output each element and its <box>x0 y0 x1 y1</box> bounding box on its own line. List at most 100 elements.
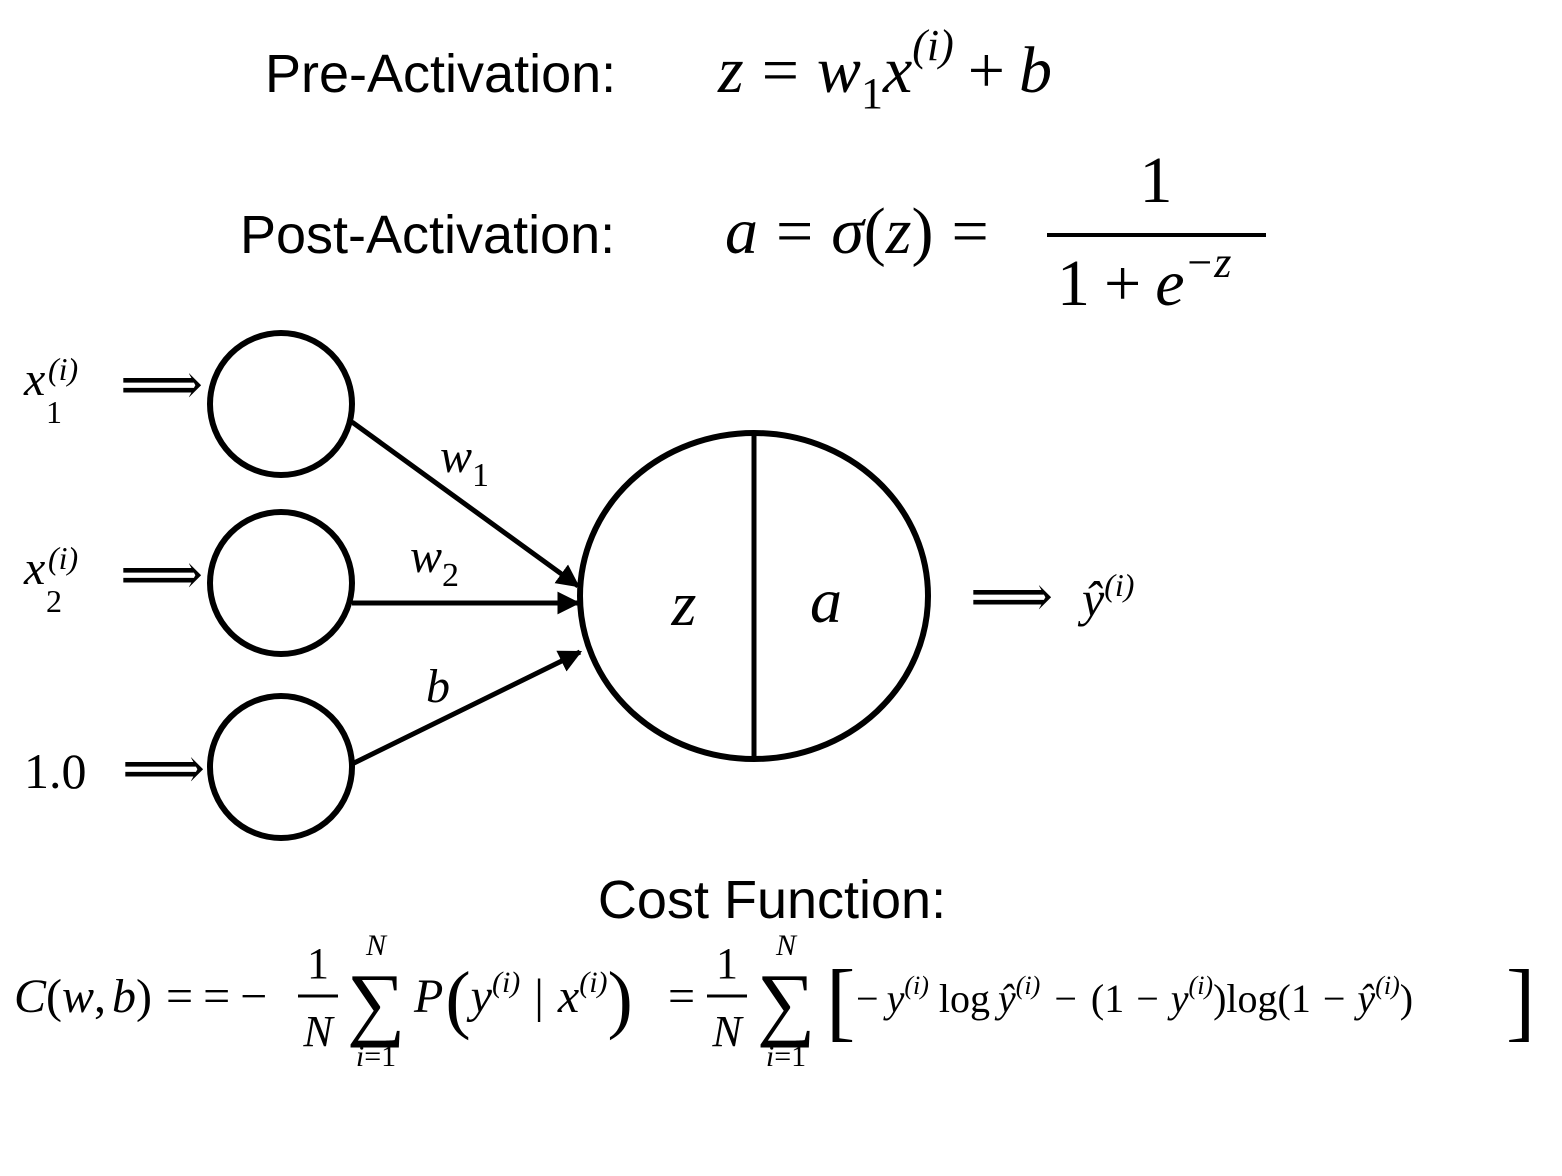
x1-base: x <box>23 353 45 406</box>
sum1-eq: = <box>364 1040 381 1073</box>
sum1-upper-limit: N <box>365 929 388 962</box>
weight-subscript: 1 <box>861 69 883 118</box>
ll-yhat2-superscript: (i) <box>1375 971 1400 1000</box>
ll-yhat-superscript: (i) <box>1016 971 1041 1000</box>
denominator-plus: + <box>1104 247 1141 320</box>
input-node-x1 <box>207 330 355 478</box>
x1-subscript: 1 <box>46 394 62 430</box>
equals-sign-1: = <box>776 195 813 268</box>
post-activation-label: Post-Activation: <box>240 205 615 265</box>
ll-log-2: log <box>1226 976 1277 1021</box>
prob-close-paren: ) <box>608 957 633 1041</box>
input-x1-label: x(i) 1 <box>23 351 78 430</box>
cost-left-bracket: [ <box>826 953 855 1050</box>
sum1-lower-limit: i=1 <box>356 1040 396 1073</box>
ll-y-2: y <box>1167 976 1189 1021</box>
pre-activation-formula: z=w1x(i)+b <box>717 21 1052 118</box>
post-activation-formula: a=σ(z)= <box>725 195 989 268</box>
sum2-eq: = <box>774 1040 791 1073</box>
cost-C: C <box>14 970 47 1023</box>
equals-sign-2: = <box>951 195 988 268</box>
output-yhat-label: ŷ(i) <box>1077 567 1134 627</box>
equals-sign: = <box>762 34 799 107</box>
frac2-denominator: N <box>711 1007 744 1056</box>
weight-w1-label: w1 <box>440 430 489 494</box>
weight-w2-label: w2 <box>410 530 459 594</box>
neuron-a-label: a <box>810 565 842 636</box>
z-symbol: z <box>717 34 744 107</box>
exponent-neg-z: −z <box>1185 238 1232 287</box>
yhat-superscript: (i) <box>1104 567 1134 603</box>
sum2-lower-limit: i=1 <box>766 1040 806 1073</box>
network-diagram: x(i)1 x(i)2 1.0 ⟹ ⟹ ⟹ w1 w2 b z a ⟹ ŷ(i) <box>23 330 1134 841</box>
sum2-upper-limit: N <box>775 929 798 962</box>
x2-superscript: (i) <box>48 540 78 576</box>
cost-close-paren: ) <box>136 970 152 1023</box>
ll-open-one-2: (1 <box>1278 976 1311 1021</box>
w1-subscript: 1 <box>472 457 489 494</box>
sum1-start: 1 <box>381 1040 396 1073</box>
sum1-sigma: ∑ <box>347 957 405 1048</box>
x2-base: x <box>23 542 45 595</box>
input-x2-label: x(i) 2 <box>23 540 78 619</box>
w2-subscript: 2 <box>442 557 459 594</box>
x2-subscript: 2 <box>46 583 62 619</box>
ll-y2-superscript: (i) <box>1189 971 1214 1000</box>
input-node-x2 <box>207 509 355 657</box>
prob-P: P <box>413 970 443 1023</box>
pre-activation-label: Pre-Activation: <box>265 44 616 104</box>
ll-log-1: log <box>939 976 990 1021</box>
fraction-denominator: 1+e−z <box>1057 238 1231 320</box>
sigma-symbol: σ <box>831 195 866 268</box>
w1-base: w <box>440 430 472 483</box>
frac1-numerator: 1 <box>307 939 329 988</box>
w2-base: w <box>410 530 442 583</box>
open-paren: ( <box>864 195 886 268</box>
ll-yhat: ŷ <box>994 976 1016 1021</box>
cost-equals-duplicate: = <box>203 970 230 1023</box>
input-node-bias <box>207 693 355 841</box>
ll-open-one: (1 <box>1091 976 1124 1021</box>
bias-b: b <box>1019 34 1052 107</box>
edge-w1 <box>350 419 580 589</box>
cost-equals: = <box>166 970 193 1023</box>
prob-open-paren: ( <box>445 957 470 1041</box>
input-arrow-2: ⟹ <box>120 542 203 607</box>
denominator-one: 1 <box>1057 247 1090 320</box>
neuron-z-label: z <box>671 568 697 639</box>
prob-x-superscript: (i) <box>579 966 607 999</box>
ll-minus-2: − <box>1136 976 1159 1021</box>
input-arrow-1: ⟹ <box>120 352 203 417</box>
sum2-start: 1 <box>791 1040 806 1073</box>
ll-minus-3: − <box>1323 976 1346 1021</box>
pre-activation-equation: Pre-Activation: z=w1x(i)+b <box>265 21 1052 118</box>
cost-minus: − <box>240 970 267 1023</box>
ll-close-2: ) <box>1400 976 1413 1021</box>
yhat-base: ŷ <box>1077 571 1105 627</box>
input-arrow-3: ⟹ <box>122 736 205 801</box>
ll-yhat-2: ŷ <box>1353 976 1375 1021</box>
post-activation-equation: Post-Activation: a=σ(z)= 1 1+e−z <box>240 144 1266 320</box>
probability-term: P(y(i)|x(i)) <box>413 957 633 1041</box>
ll-minus: − <box>1054 976 1077 1021</box>
frac2-numerator: 1 <box>716 939 738 988</box>
cost-w: w <box>62 970 94 1023</box>
fraction-numerator: 1 <box>1140 144 1173 217</box>
cost-function: Cost Function: C(w,b)==− 1 N N ∑ i=1 P(y… <box>14 870 1535 1073</box>
weight-b-label: b <box>426 660 450 713</box>
output-arrow: ⟹ <box>970 564 1053 629</box>
cost-function-title: Cost Function: <box>598 870 946 930</box>
ll-neg: − <box>856 976 879 1021</box>
sum2-sigma: ∑ <box>757 957 815 1048</box>
prob-y-superscript: (i) <box>492 966 520 999</box>
sum1-index: i <box>356 1040 364 1073</box>
x1-superscript: (i) <box>48 351 78 387</box>
weight-w: w <box>817 34 861 107</box>
input-superscript: (i) <box>912 21 954 70</box>
ll-y: y <box>883 976 905 1021</box>
a-symbol: a <box>725 195 758 268</box>
input-x: x <box>882 34 912 107</box>
edge-b <box>350 649 583 767</box>
